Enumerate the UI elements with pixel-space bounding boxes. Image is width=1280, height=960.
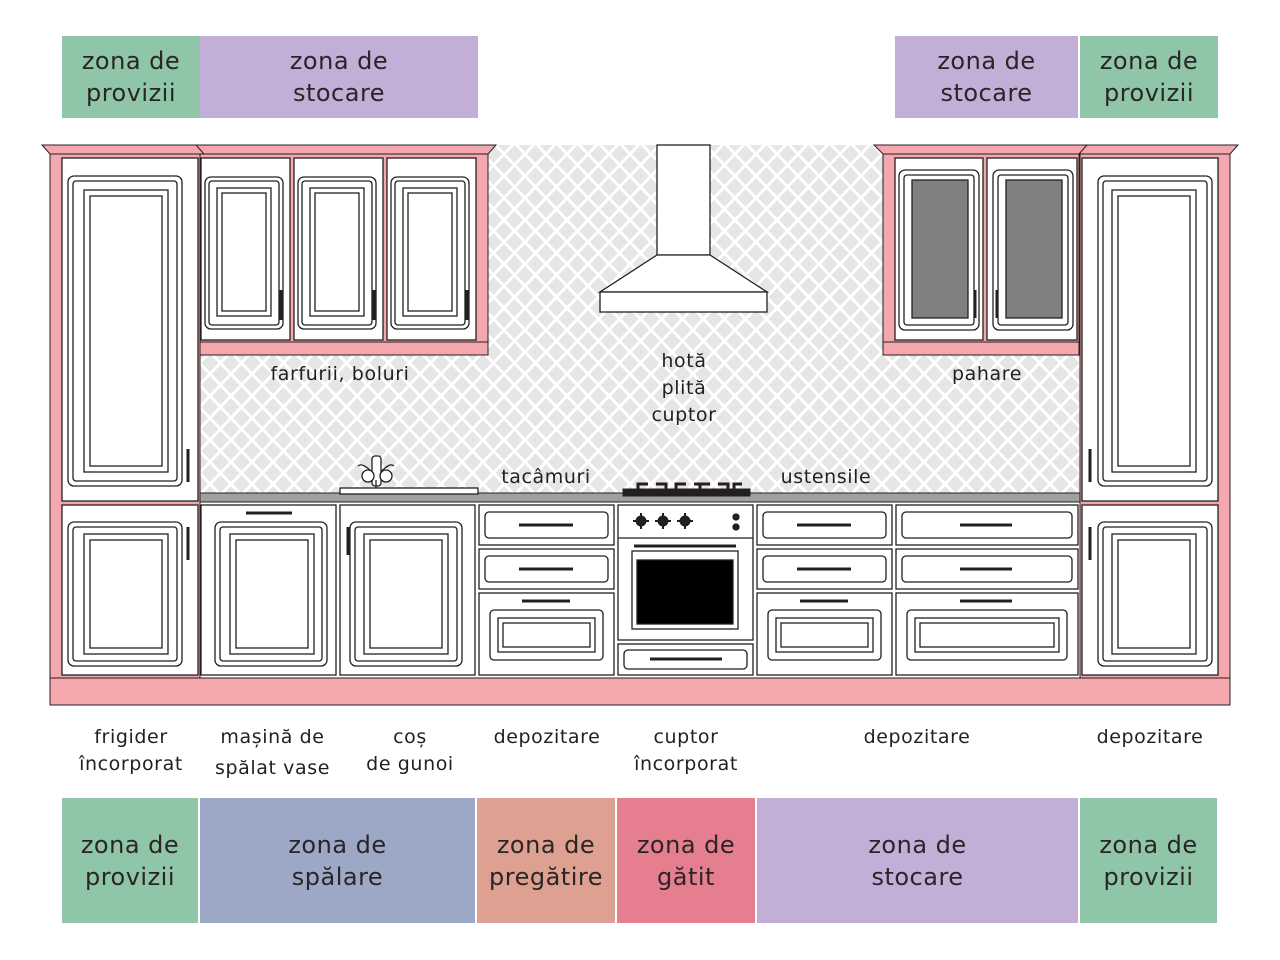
zone-label-line2: gătit bbox=[657, 862, 715, 891]
zone-box-storage-top-left: zona de stocare bbox=[200, 36, 478, 118]
label-builtin-oven: cuptor încorporat bbox=[616, 724, 756, 778]
cooktop-grates bbox=[622, 482, 751, 497]
label-dishwasher: mașină de spălat vase bbox=[200, 724, 345, 782]
zone-box-storage-bottom: zona de stocare bbox=[757, 798, 1078, 923]
zone-box-cooking: zona de gătit bbox=[617, 798, 755, 923]
label-storage-2: depozitare bbox=[817, 724, 1017, 751]
glass-door-right bbox=[986, 157, 1078, 341]
label-line1: depozitare bbox=[493, 726, 601, 748]
range-hood bbox=[597, 144, 770, 313]
zone-label-line1: zona de bbox=[1099, 830, 1198, 859]
label-hood-hob-oven: hotă plită cuptor bbox=[624, 348, 744, 429]
label-line1: depozitare bbox=[1096, 726, 1204, 748]
label-cutlery: tacâmuri bbox=[501, 466, 591, 488]
label-oven: cuptor bbox=[651, 404, 717, 426]
pantry-door-upper bbox=[1081, 157, 1219, 502]
drawer-stack-storage-2 bbox=[895, 504, 1079, 676]
zone-box-provisions-bottom-right: zona de provizii bbox=[1080, 798, 1217, 923]
label-fridge: frigider încorporat bbox=[60, 724, 202, 778]
label-line2: spălat vase bbox=[214, 757, 331, 779]
zone-label-line1: zona de bbox=[868, 830, 967, 859]
label-plates-bowls: farfurii, boluri bbox=[270, 363, 410, 385]
zone-label-line1: zona de bbox=[80, 830, 180, 859]
zone-label-line1: zona de bbox=[288, 830, 387, 859]
zone-label-line1: zona de bbox=[937, 47, 1036, 75]
zone-box-storage-top-right: zona de stocare bbox=[895, 36, 1078, 118]
label-line1: cuptor bbox=[653, 726, 719, 748]
label-line1: depozitare bbox=[863, 726, 971, 748]
drawer-stack-prep bbox=[478, 504, 615, 676]
built-in-oven bbox=[617, 504, 754, 676]
upper-left-door-1 bbox=[200, 157, 291, 341]
upper-left-door-3 bbox=[386, 157, 477, 341]
zone-label-line2: provizii bbox=[84, 862, 176, 891]
label-line2: de gunoi bbox=[366, 753, 454, 775]
zone-label-line2: stocare bbox=[871, 862, 964, 891]
sink-and-faucet bbox=[339, 455, 479, 495]
zone-label-line2: provizii bbox=[1103, 79, 1195, 107]
label-line1: frigider bbox=[94, 726, 168, 748]
zone-label-line2: stocare bbox=[292, 79, 386, 107]
zone-label-line1: zona de bbox=[1099, 47, 1199, 75]
zone-box-washing: zona de spălare bbox=[200, 798, 475, 923]
zone-box-preparation: zona de pregătire bbox=[477, 798, 615, 923]
fridge-door-lower bbox=[61, 504, 199, 676]
zone-box-provisions-top-right: zona de provizii bbox=[1080, 36, 1218, 118]
label-line2: încorporat bbox=[634, 753, 738, 775]
dishwasher bbox=[200, 504, 337, 676]
label-line2: încorporat bbox=[79, 753, 183, 775]
zone-label-line1: zona de bbox=[81, 47, 181, 75]
plinth bbox=[49, 677, 1231, 706]
label-utensils: ustensile bbox=[780, 466, 872, 488]
zone-label-line1: zona de bbox=[636, 830, 736, 859]
fridge-door-upper bbox=[61, 157, 199, 502]
label-hob: plită bbox=[661, 377, 707, 399]
trash-cabinet bbox=[339, 504, 476, 676]
label-line1: mașină de bbox=[220, 726, 325, 748]
label-line1: coș bbox=[393, 726, 427, 748]
zone-label-line2: provizii bbox=[1103, 862, 1194, 891]
label-storage-3: depozitare bbox=[1080, 724, 1220, 751]
label-storage-1: depozitare bbox=[477, 724, 617, 751]
zone-label-line2: pregătire bbox=[489, 862, 603, 891]
drawer-stack-storage-1 bbox=[756, 504, 893, 676]
label-trash: coș de gunoi bbox=[340, 724, 480, 778]
zone-label-line2: stocare bbox=[940, 79, 1033, 107]
zone-label-line2: provizii bbox=[85, 79, 177, 107]
label-hood: hotă bbox=[661, 350, 707, 372]
upper-left-door-2 bbox=[293, 157, 384, 341]
zone-label-line1: zona de bbox=[496, 830, 596, 859]
pantry-door-lower bbox=[1081, 504, 1219, 676]
zone-box-provisions-bottom-left: zona de provizii bbox=[62, 798, 198, 923]
glass-door-left bbox=[894, 157, 984, 341]
oven-knobs bbox=[633, 513, 693, 529]
zone-label-line1: zona de bbox=[289, 47, 389, 75]
zone-box-provisions-top-left: zona de provizii bbox=[62, 36, 200, 118]
zone-label-line2: spălare bbox=[291, 862, 384, 891]
label-glasses: pahare bbox=[951, 363, 1023, 385]
